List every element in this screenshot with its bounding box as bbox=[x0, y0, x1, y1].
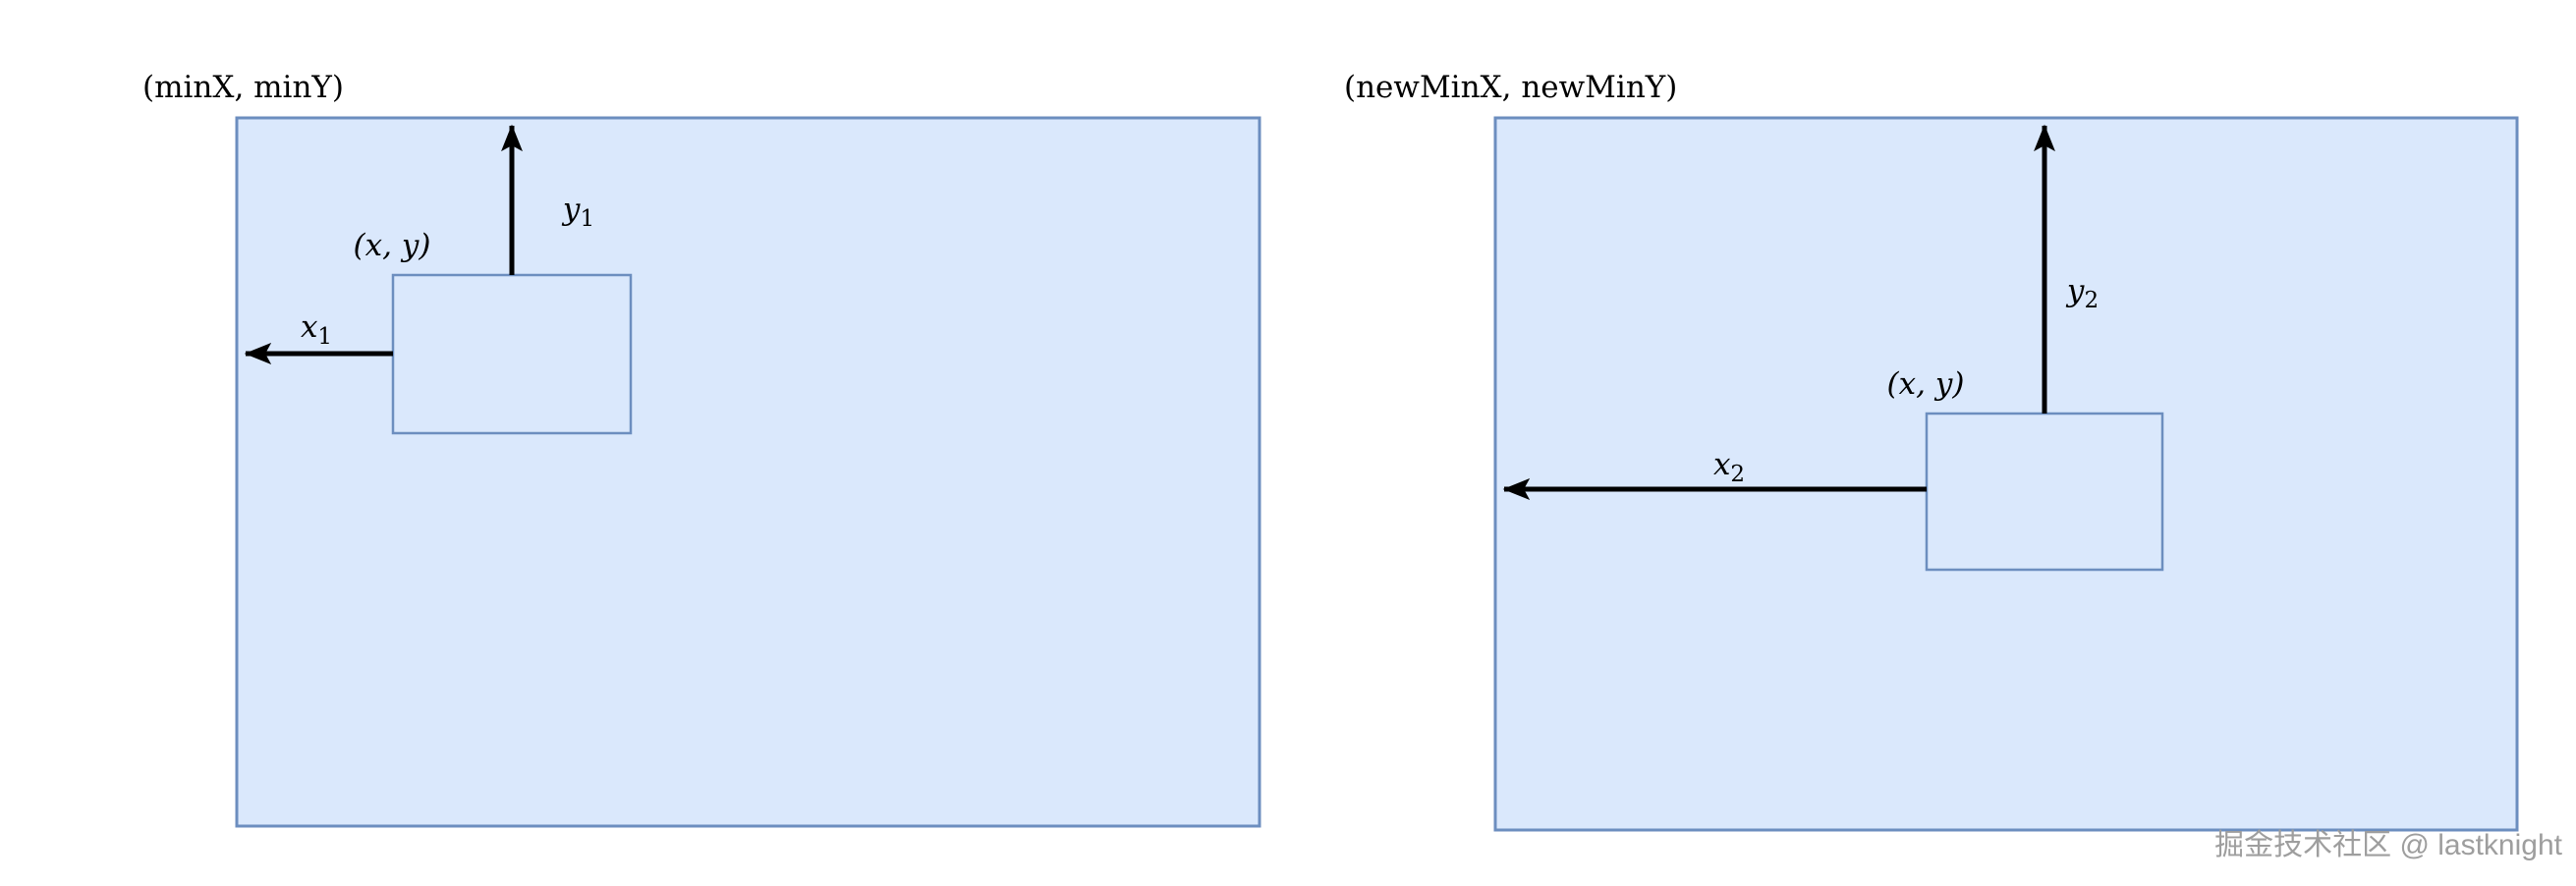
y2-arrow-label: y2 bbox=[2066, 273, 2099, 312]
outer-box-original bbox=[235, 116, 1261, 828]
watermark: 掘金技术社区 @ lastknight bbox=[2214, 829, 2562, 861]
y1-base: y bbox=[562, 192, 581, 227]
point-label-original: (x, y) bbox=[353, 228, 431, 263]
y1-subscript: 1 bbox=[580, 206, 595, 232]
origin-label-original: (minX, minY) bbox=[142, 70, 344, 105]
x1-subscript: 1 bbox=[317, 324, 333, 350]
point-label-translated: (x, y) bbox=[1886, 366, 1965, 402]
y1-arrow-label: y1 bbox=[562, 192, 594, 231]
inner-box-translated bbox=[1925, 412, 2164, 572]
origin-label-translated: (newMinX, newMinY) bbox=[1344, 70, 1678, 105]
x2-subscript: 2 bbox=[1730, 462, 1746, 487]
x1-base: x bbox=[300, 309, 318, 345]
x1-arrow-label: x1 bbox=[300, 309, 332, 349]
y2-subscript: 2 bbox=[2084, 288, 2100, 313]
y2-base: y bbox=[2066, 273, 2085, 308]
x2-arrow-label: x2 bbox=[1712, 447, 1745, 486]
inner-box-original bbox=[391, 273, 633, 435]
x2-base: x bbox=[1712, 447, 1731, 482]
